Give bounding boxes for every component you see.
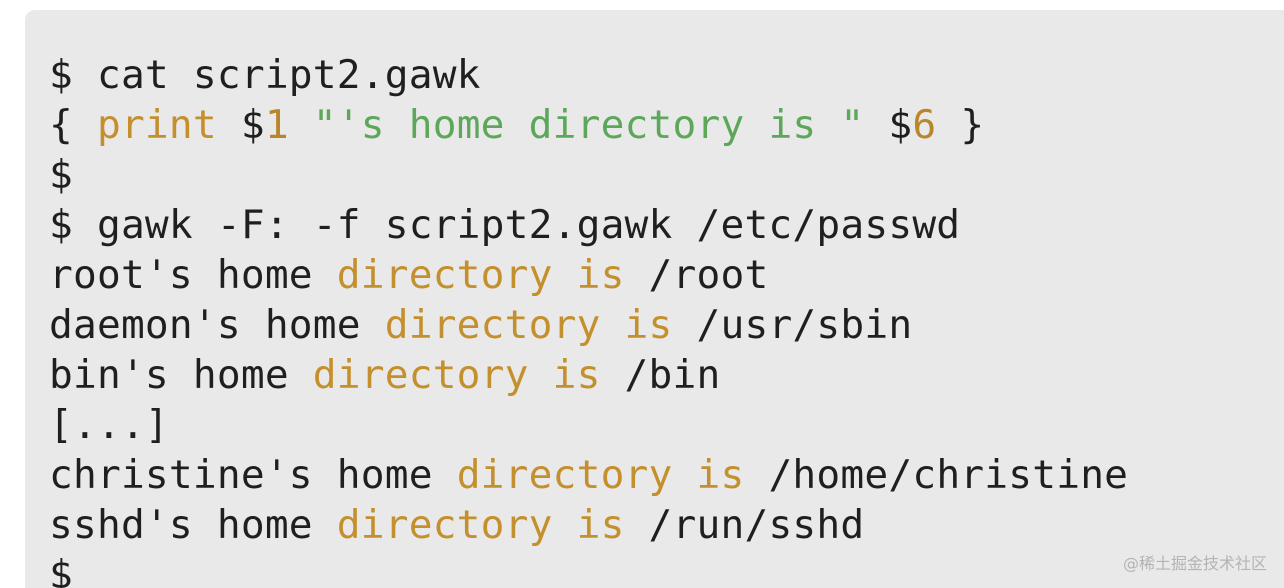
code-token: /home/christine bbox=[744, 452, 1129, 498]
code-token: directory is bbox=[336, 252, 625, 298]
watermark: @稀土掘金技术社区 bbox=[1122, 554, 1267, 573]
code-token: $ bbox=[49, 152, 73, 198]
code-token: directory is bbox=[384, 302, 673, 348]
code-token: /run/sshd bbox=[624, 502, 865, 548]
code-token: sshd's home bbox=[49, 502, 337, 548]
code-token: directory is bbox=[336, 502, 625, 548]
code-block: $ cat script2.gawk{ print $1 "'s home di… bbox=[25, 10, 1284, 588]
code-token: christine's home bbox=[49, 452, 457, 498]
code-token: [...] bbox=[49, 402, 169, 448]
code-token: } bbox=[936, 102, 985, 148]
code-token: /bin bbox=[600, 352, 721, 398]
code-token: /root bbox=[624, 252, 769, 298]
code-token: daemon's home bbox=[49, 302, 385, 348]
code-token: { bbox=[49, 102, 97, 148]
code-token: $ bbox=[864, 102, 913, 148]
code-token: /usr/sbin bbox=[672, 302, 913, 348]
code-token: root's home bbox=[49, 252, 337, 298]
code-line: christine's home directory is /home/chri… bbox=[49, 450, 1284, 500]
code-token: directory is bbox=[312, 352, 601, 398]
code-line: [...] bbox=[49, 400, 1284, 450]
code-line: $ bbox=[49, 550, 1284, 588]
code-line: sshd's home directory is /run/sshd bbox=[49, 500, 1284, 550]
terminal-output: $ cat script2.gawk{ print $1 "'s home di… bbox=[49, 50, 1284, 588]
code-line: root's home directory is /root bbox=[49, 250, 1284, 300]
code-token: 6 bbox=[912, 102, 937, 148]
code-token bbox=[289, 102, 313, 148]
code-token: $ bbox=[216, 102, 265, 148]
code-token: bin's home bbox=[49, 352, 313, 398]
code-line: daemon's home directory is /usr/sbin bbox=[49, 300, 1284, 350]
code-line: $ bbox=[49, 150, 1284, 200]
code-line: $ cat script2.gawk bbox=[49, 50, 1284, 100]
code-token: $ cat script2.gawk bbox=[49, 52, 481, 98]
code-line: $ gawk -F: -f script2.gawk /etc/passwd bbox=[49, 200, 1284, 250]
code-token: print bbox=[96, 102, 217, 148]
code-token: "'s home directory is " bbox=[312, 102, 865, 148]
code-line: { print $1 "'s home directory is " $6 } bbox=[49, 100, 1284, 150]
code-token: directory is bbox=[456, 452, 745, 498]
code-token: $ gawk -F: -f script2.gawk /etc/passwd bbox=[49, 202, 961, 248]
code-token: $ bbox=[49, 552, 73, 588]
code-token: 1 bbox=[264, 102, 289, 148]
code-line: bin's home directory is /bin bbox=[49, 350, 1284, 400]
